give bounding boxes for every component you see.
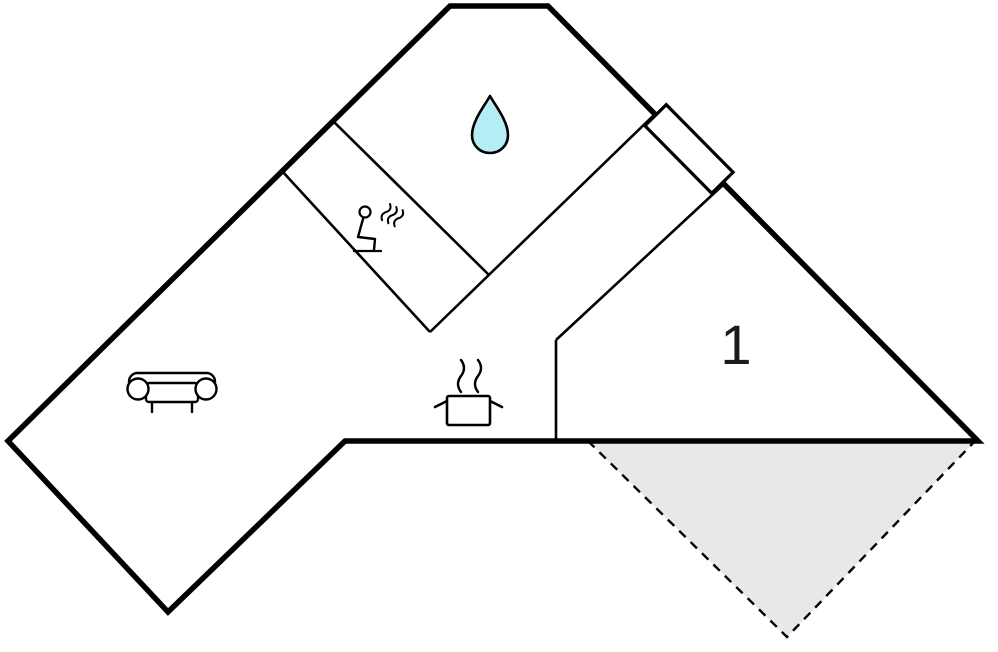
- wall-corridor-left: [429, 113, 656, 333]
- sofa-arm-right: [194, 377, 218, 401]
- pot-body: [445, 394, 492, 427]
- pot-handle-right: [488, 399, 504, 409]
- room-1-label: 1: [720, 313, 751, 376]
- sauna-steam: [380, 203, 405, 228]
- pot-steam-right: [473, 358, 483, 394]
- sofa-icon: [126, 371, 218, 414]
- water-drop-shape: [470, 94, 510, 155]
- wall-bath-sauna-divider: [332, 120, 490, 276]
- water-drop-icon: [470, 94, 510, 155]
- wall-room1-diagonal: [555, 183, 725, 341]
- entrance-door: [642, 102, 736, 196]
- pot-handle-left: [433, 399, 449, 409]
- cooking-pot-icon: [433, 358, 504, 427]
- building-outline: [4, 3, 985, 616]
- sauna-person-body: [356, 217, 377, 252]
- terrace-dashed-border: [587, 440, 976, 639]
- sofa-seat: [144, 381, 200, 404]
- terrace-area: [588, 441, 975, 637]
- terrace: [587, 440, 976, 639]
- sauna-person-icon: [352, 203, 405, 253]
- pot-steam-left: [456, 358, 466, 394]
- sofa-arm-left: [126, 377, 150, 401]
- sauna-person-head: [358, 205, 372, 219]
